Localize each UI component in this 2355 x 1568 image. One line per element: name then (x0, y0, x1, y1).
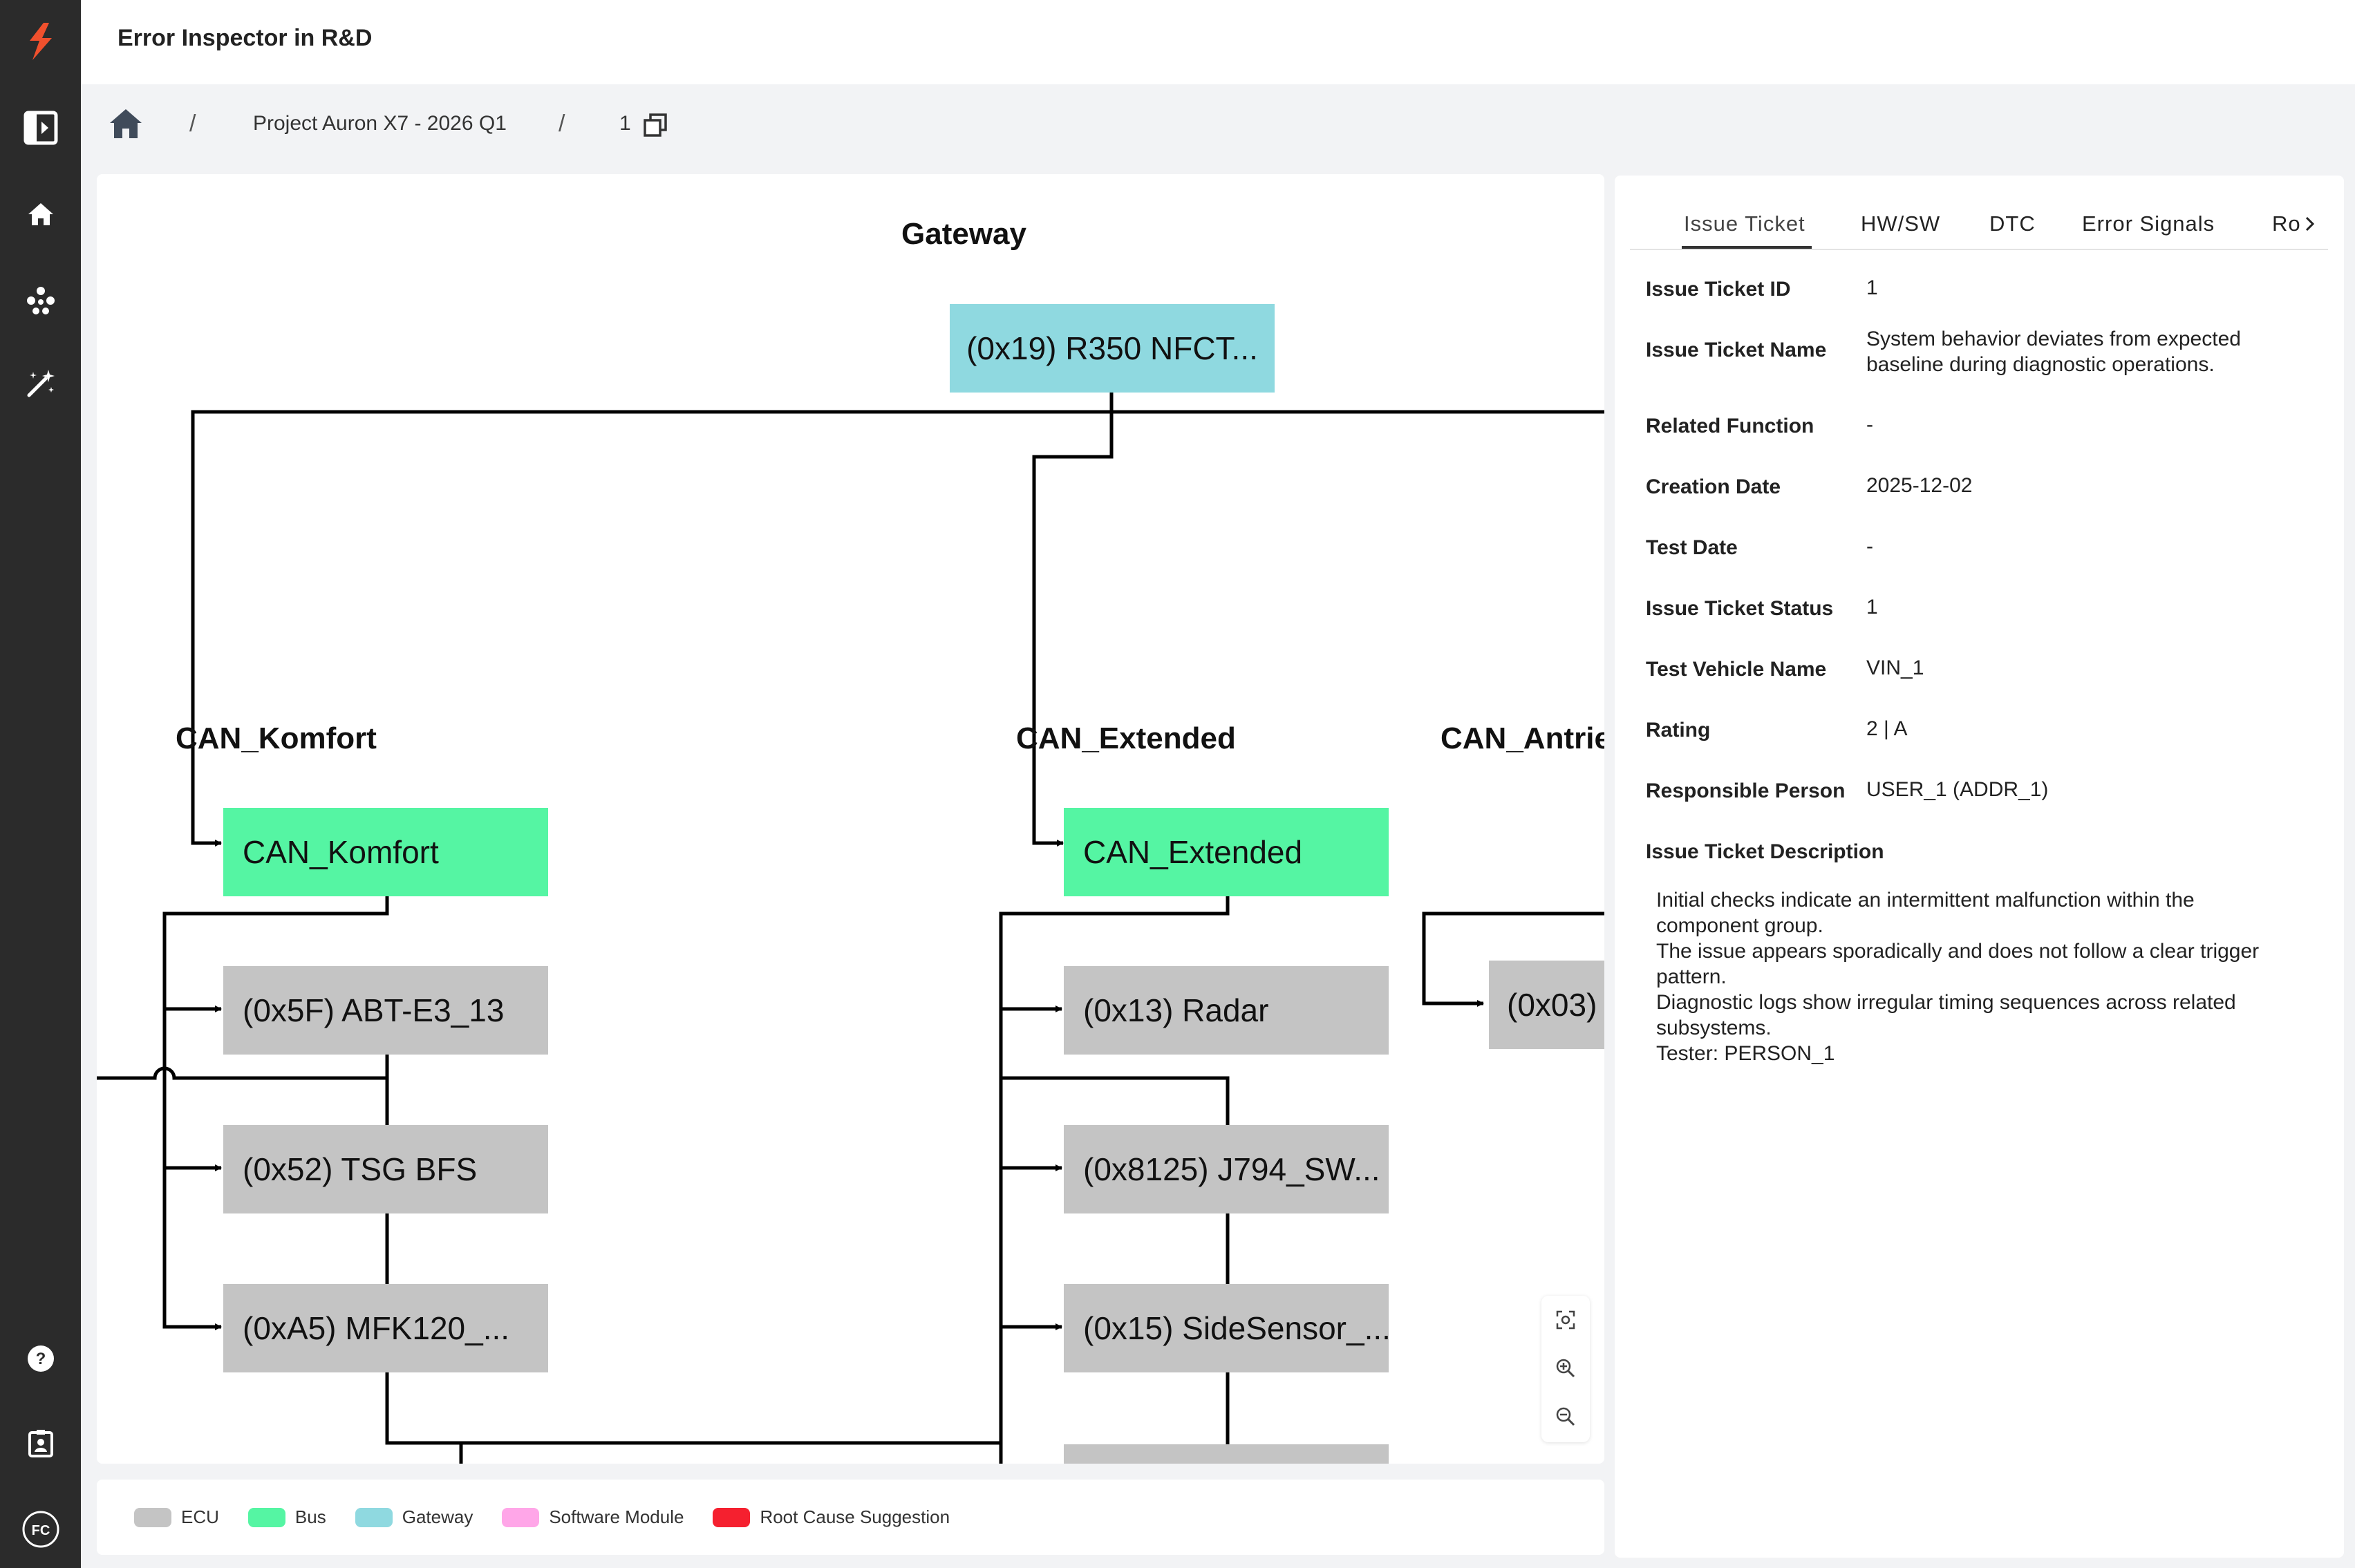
legend-swatch (502, 1507, 540, 1527)
tab-error-signals[interactable]: Error Signals (2082, 211, 2215, 236)
ecu-node[interactable]: (0x03) (1489, 961, 1604, 1049)
field-label-creation-date: Creation Date (1646, 475, 1781, 498)
field-value-responsible-person: USER_1 (ADDR_1) (1866, 778, 2049, 801)
legend-swatch (713, 1507, 751, 1527)
field-label-issue-ticket-name: Issue Ticket Name (1646, 339, 1827, 361)
left-sidebar: ? FC (0, 0, 81, 1568)
legend-swatch (134, 1507, 171, 1527)
field-label-issue-ticket-status: Issue Ticket Status (1646, 597, 1834, 620)
top-bar: Error Inspector in R&D (81, 0, 2355, 84)
description-line: Diagnostic logs show irregular timing se… (1656, 991, 2236, 1039)
breadcrumb-project-link[interactable]: Project Auron X7 - 2026 Q1 (253, 112, 507, 135)
details-tabs: Issue Ticket HW/SW DTC Error Signals Ro (1630, 200, 2328, 250)
legend-item-root-cause: Root Cause Suggestion (713, 1506, 950, 1528)
bus-node-can-extended[interactable]: CAN_Extended (1064, 808, 1389, 896)
app-title: Error Inspector in R&D (118, 25, 373, 51)
zoom-in-icon[interactable] (1541, 1358, 1590, 1379)
field-label-test-vehicle-name: Test Vehicle Name (1646, 658, 1827, 681)
toggle-panel-icon[interactable] (0, 104, 81, 152)
legend-label: Root Cause Suggestion (760, 1506, 950, 1527)
chevron-right-icon[interactable] (2305, 216, 2316, 236)
description-line: Initial checks indicate an intermittent … (1656, 889, 2195, 937)
magic-wand-nav-icon[interactable] (0, 359, 81, 408)
description-line: The issue appears sporadically and does … (1656, 940, 2260, 988)
group-label-can-extended: CAN_Extended (1016, 721, 1236, 755)
breadcrumb-home-icon[interactable] (109, 108, 143, 143)
legend-label: Bus (294, 1506, 326, 1527)
topology-canvas[interactable]: Gateway CAN_Komfort CAN_Extended CAN_Ant… (97, 174, 1604, 1464)
tab-root-cause[interactable]: Ro (2272, 211, 2301, 236)
group-label-can-komfort: CAN_Komfort (176, 721, 377, 755)
ecu-node-partial[interactable] (1064, 1444, 1389, 1464)
ecu-node[interactable]: (0xA5) MFK120_... (223, 1284, 548, 1372)
network-nav-icon[interactable] (0, 276, 81, 325)
tab-hw-sw[interactable]: HW/SW (1861, 211, 1941, 236)
app-logo-icon[interactable] (0, 15, 81, 68)
zoom-controls (1541, 1296, 1590, 1442)
home-nav-icon[interactable] (0, 193, 81, 235)
legend-swatch (247, 1507, 285, 1527)
breadcrumb-item-id: 1 (619, 112, 631, 135)
field-value-test-vehicle-name: VIN_1 (1866, 657, 1924, 679)
field-value-test-date: - (1866, 535, 1873, 558)
ecu-node[interactable]: (0x13) Radar (1064, 966, 1389, 1055)
legend-item-software-module: Software Module (502, 1506, 684, 1528)
legend-item-gateway: Gateway (355, 1506, 473, 1528)
svg-text:FC: FC (31, 1523, 50, 1538)
svg-text:?: ? (35, 1350, 46, 1368)
field-label-issue-ticket-id: Issue Ticket ID (1646, 278, 1791, 301)
field-value-issue-ticket-status: 1 (1866, 596, 1878, 618)
legend-label: Gateway (402, 1506, 473, 1527)
zoom-out-icon[interactable] (1541, 1406, 1590, 1427)
field-label-description: Issue Ticket Description (1646, 840, 1884, 863)
connection-lines (97, 391, 1604, 1464)
field-value-creation-date: 2025-12-02 (1866, 474, 1973, 497)
fit-view-icon[interactable] (1541, 1310, 1590, 1330)
ecu-node[interactable]: (0x5F) ABT-E3_13 (223, 966, 548, 1055)
field-value-issue-ticket-name: System behavior deviates from expected b… (1866, 328, 2241, 376)
bus-node-can-komfort[interactable]: CAN_Komfort (223, 808, 548, 896)
field-value-rating: 2 | A (1866, 717, 1908, 740)
legend-item-bus: Bus (247, 1506, 326, 1528)
active-tab-indicator (1682, 246, 1812, 249)
user-badge-icon[interactable] (0, 1422, 81, 1465)
user-avatar[interactable]: FC (0, 1506, 81, 1552)
field-label-responsible-person: Responsible Person (1646, 780, 1846, 802)
field-label-related-function: Related Function (1646, 415, 1814, 437)
ecu-node[interactable]: (0x8125) J794_SW... (1064, 1125, 1389, 1213)
group-label-gateway: Gateway (901, 217, 1026, 251)
field-value-related-function: - (1866, 413, 1873, 436)
legend-label: Software Module (549, 1506, 684, 1527)
help-icon[interactable]: ? (0, 1337, 81, 1380)
details-panel: Issue Ticket HW/SW DTC Error Signals Ro … (1615, 176, 2344, 1558)
breadcrumb-separator: / (189, 111, 196, 137)
description-line: Tester: PERSON_1 (1656, 1042, 1835, 1065)
copy-icon[interactable] (643, 113, 668, 141)
ecu-node[interactable]: (0x15) SideSensor_... (1064, 1284, 1389, 1372)
field-label-rating: Rating (1646, 719, 1711, 742)
field-value-issue-ticket-id: 1 (1866, 276, 1878, 299)
diagram-legend: ECU Bus Gateway Software Module Root Cau… (97, 1480, 1604, 1555)
legend-item-ecu: ECU (134, 1506, 219, 1528)
tab-issue-ticket[interactable]: Issue Ticket (1684, 211, 1805, 236)
issue-description: Initial checks indicate an intermittent … (1656, 887, 2278, 1066)
legend-swatch (355, 1507, 393, 1527)
legend-label: ECU (181, 1506, 219, 1527)
gateway-node[interactable]: (0x19) R350 NFCT... (950, 304, 1275, 393)
group-label-can-antrieb: CAN_Antrie (1441, 721, 1604, 755)
field-label-test-date: Test Date (1646, 536, 1738, 559)
tab-dtc[interactable]: DTC (1989, 211, 2036, 236)
ecu-node[interactable]: (0x52) TSG BFS (223, 1125, 548, 1213)
breadcrumb-separator: / (559, 111, 565, 137)
